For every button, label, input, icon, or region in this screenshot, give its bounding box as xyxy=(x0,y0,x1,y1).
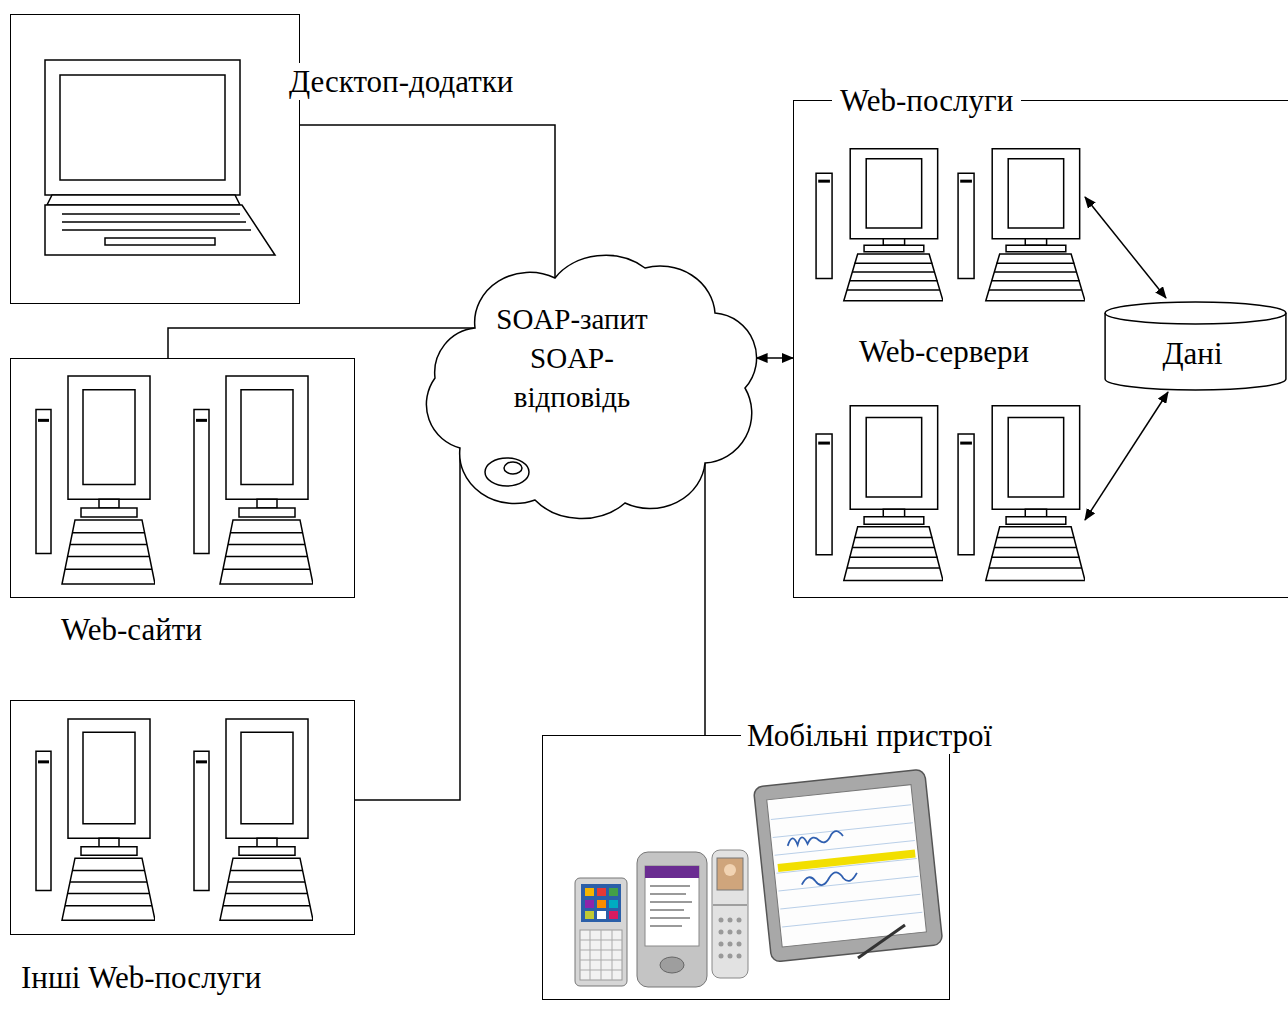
connector-line xyxy=(757,357,793,359)
node-label: Web-сайти xyxy=(61,611,202,648)
cloud-text: SOAP-відповідь xyxy=(477,339,667,417)
laptop-icon xyxy=(45,60,275,255)
mobile-devices xyxy=(575,769,943,987)
server-icon xyxy=(816,406,943,581)
cloud-shape xyxy=(415,238,760,523)
service-group: Web-послугиДаніWeb-сервери xyxy=(793,100,1288,598)
group-label: Web-сервери xyxy=(859,333,1029,370)
computer-icon xyxy=(36,719,155,920)
connector-line xyxy=(355,448,460,800)
computer-icon xyxy=(194,376,313,584)
node-label: Web-послуги xyxy=(832,82,1021,119)
connector-line xyxy=(168,328,475,358)
computer-icon xyxy=(36,376,155,584)
cloud-text: SOAP-запит xyxy=(477,300,667,339)
client-box: Мобільні пристрої xyxy=(542,735,950,1000)
server-icon xyxy=(958,149,1085,301)
node-label: Дані xyxy=(1101,335,1284,372)
connector-line xyxy=(300,125,555,278)
node-label: Десктоп-додатки xyxy=(283,63,519,100)
client-box: Інші Web-послуги xyxy=(10,700,355,935)
soap-cloud: SOAP-запитSOAP-відповідь xyxy=(415,238,760,523)
connector-line xyxy=(704,463,706,735)
server-icon xyxy=(958,406,1085,581)
server-icon xyxy=(816,149,943,301)
computer-icon xyxy=(194,719,313,920)
node-label: Мобільні пристрої xyxy=(741,717,998,754)
node-label: Інші Web-послуги xyxy=(21,959,261,996)
database-cylinder: Дані xyxy=(1104,301,1287,391)
client-box: Web-сайти xyxy=(10,358,355,598)
text-group: SOAP-запитSOAP-відповідь xyxy=(477,300,667,417)
app-box: Десктоп-додатки xyxy=(10,14,300,304)
